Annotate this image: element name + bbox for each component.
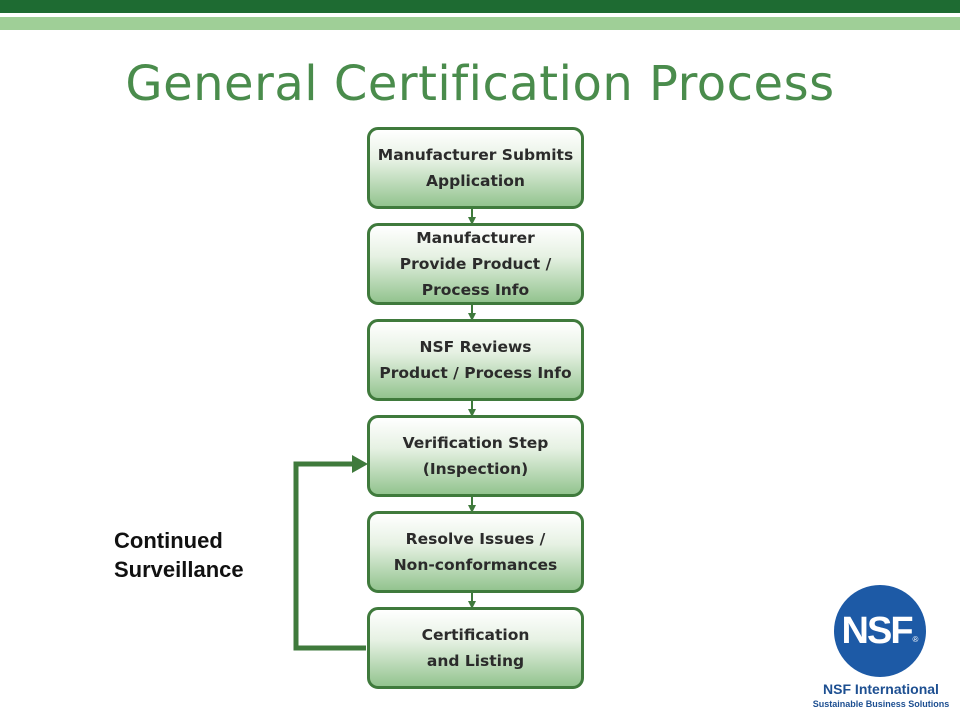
registered-mark: ®	[912, 634, 919, 644]
nsf-logo-circle: NSF®	[834, 585, 926, 677]
nsf-logo-name: NSF International	[823, 681, 939, 697]
step-label: Verification Step (Inspection)	[402, 434, 549, 478]
step-provide-info: Manufacturer Provide Product / Process I…	[367, 223, 584, 305]
step-label: Certification and Listing	[421, 626, 530, 670]
step-submit-application: Manufacturer Submits Application	[367, 127, 584, 209]
continued-surveillance-label: Continued Surveillance	[114, 528, 244, 582]
step-label: Resolve Issues / Non-conformances	[393, 530, 558, 574]
step-label: Manufacturer Provide Product / Process I…	[399, 229, 552, 299]
nsf-logo: NSF® NSF International Sustainable Busin…	[808, 585, 960, 715]
surveillance-loop-arrowhead	[352, 455, 368, 473]
step-nsf-review: NSF Reviews Product / Process Info	[367, 319, 584, 401]
nsf-logo-tagline: Sustainable Business Solutions	[812, 699, 950, 709]
step-certification-listing: Certification and Listing	[367, 607, 584, 689]
header-bar-light	[0, 17, 960, 30]
header-bar-dark	[0, 0, 960, 13]
step-verification: Verification Step (Inspection)	[367, 415, 584, 497]
step-label: NSF Reviews Product / Process Info	[379, 338, 572, 382]
step-resolve-issues: Resolve Issues / Non-conformances	[367, 511, 584, 593]
step-label: Manufacturer Submits Application	[377, 146, 574, 190]
slide-title: General Certification Process	[125, 56, 835, 112]
surveillance-loop-arrow	[293, 461, 366, 651]
nsf-logo-mark: NSF	[841, 609, 914, 652]
